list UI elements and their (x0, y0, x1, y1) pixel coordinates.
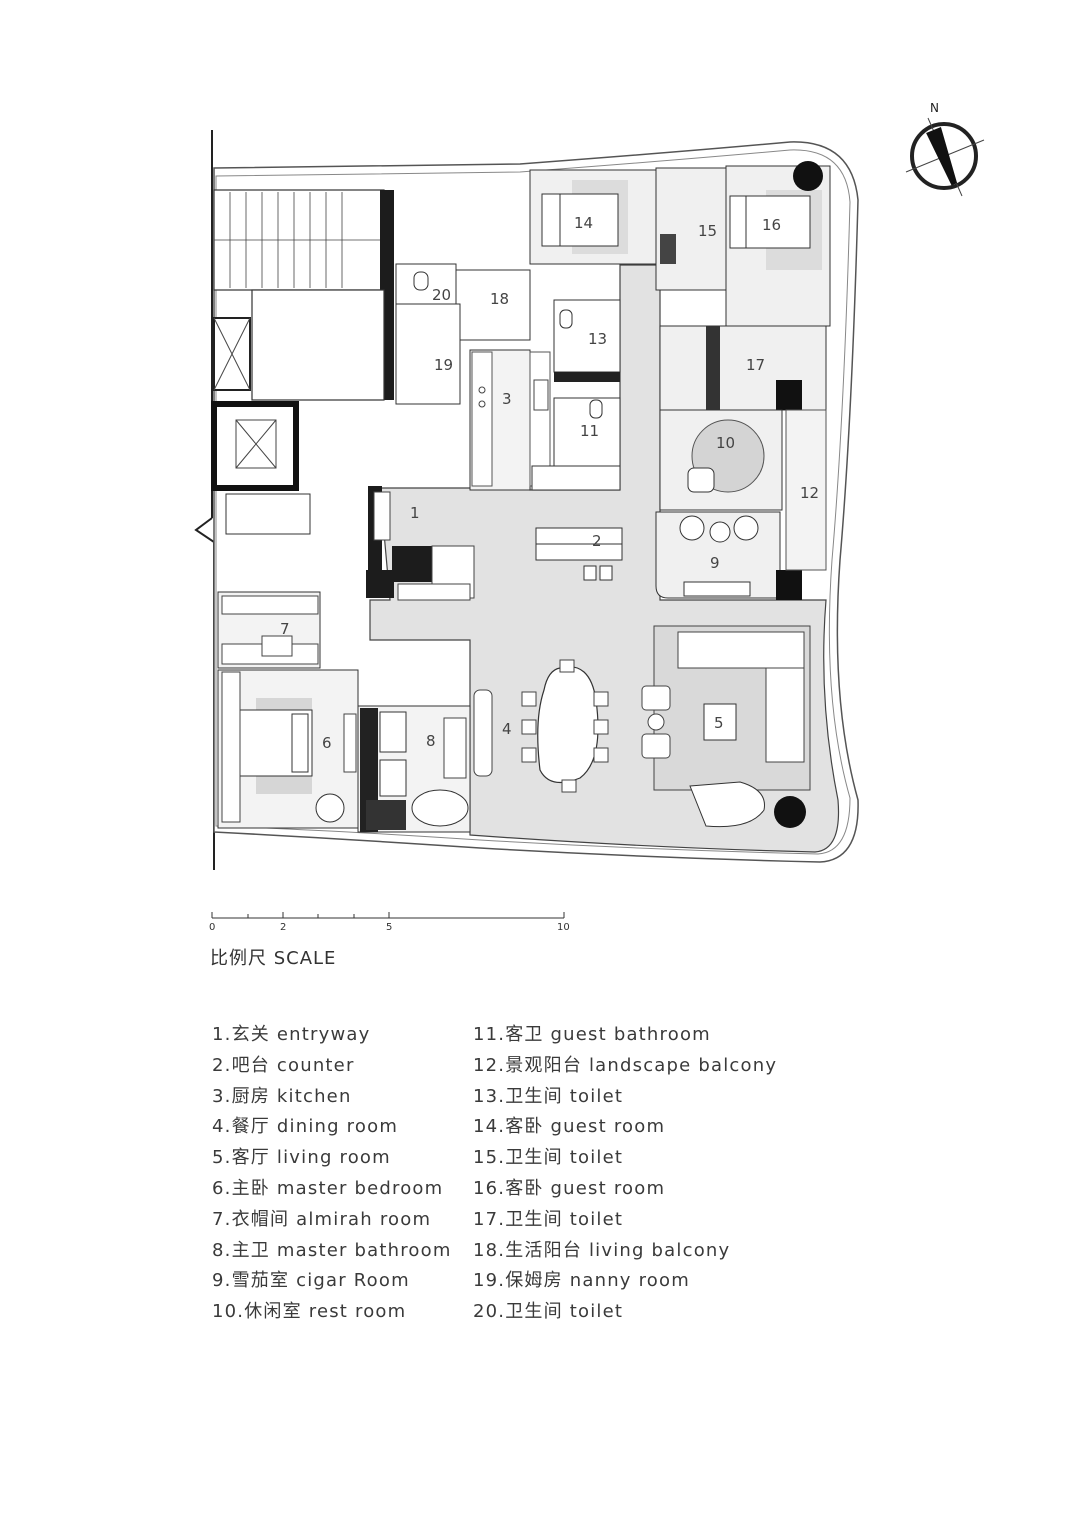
legend-item: 1.玄关 entryway (212, 1024, 371, 1045)
room-number: 15 (698, 222, 717, 240)
room-number: 11 (580, 422, 599, 440)
east-rooms (655, 325, 827, 600)
legend-item: 8.主卫 master bathroom (212, 1239, 452, 1261)
slab-outline-inner (215, 149, 851, 855)
dining-table (473, 659, 609, 793)
room-number: 4 (502, 720, 512, 738)
room-number: 19 (434, 356, 453, 374)
legend-item: 15.卫生间 toilet (473, 1147, 624, 1169)
legend-item: 20.卫生间 toilet (473, 1301, 624, 1323)
room-number: 14 (574, 214, 593, 232)
living-area (641, 625, 811, 828)
floor-plan: 1 2 3 4 5 6 7 8 9 10 11 12 13 14 15 16 1… (194, 101, 985, 870)
scale-tick-label: 5 (386, 922, 392, 933)
legend-item: 17.卫生间 toilet (473, 1208, 624, 1230)
legend-item: 10.休闲室 rest room (212, 1301, 407, 1323)
room-number: 10 (716, 434, 735, 452)
room-number: 2 (592, 532, 602, 550)
cut-line-bottom (194, 517, 215, 870)
north-compass: N (905, 101, 985, 197)
scale-tick-label: 0 (209, 922, 215, 933)
master-bathroom (357, 705, 471, 833)
scale-caption: 比例尺 SCALE (210, 948, 337, 969)
entry-cabinets (373, 491, 475, 601)
legend-item: 18.生活阳台 living balcony (473, 1239, 731, 1261)
legend-item: 16.客卧 guest room (473, 1177, 666, 1199)
legend-item: 11.客卫 guest bathroom (473, 1024, 711, 1045)
legend-left-column: 1.玄关 entryway 2.吧台 counter 3.厨房 kitchen … (212, 1020, 452, 1328)
legend-item: 12.景观阳台 landscape balcony (473, 1054, 778, 1076)
toilets-11-13 (531, 299, 621, 491)
legend-item: 5.客厅 living room (212, 1147, 391, 1169)
legend-item: 2.吧台 counter (212, 1054, 355, 1076)
scale-tick-label: 10 (557, 922, 570, 933)
legend-item: 6.主卧 master bedroom (212, 1177, 444, 1199)
room-number: 7 (280, 620, 290, 638)
room-number: 13 (588, 330, 607, 348)
room-number-labels: 1 2 3 4 5 6 7 8 9 10 11 12 13 14 15 16 1… (280, 214, 819, 752)
legend-item: 3.厨房 kitchen (212, 1085, 352, 1107)
room-number: 18 (490, 290, 509, 308)
room-number: 5 (714, 714, 724, 732)
room-number: 9 (710, 554, 720, 572)
master-bedroom (217, 669, 359, 829)
room-number: 20 (432, 286, 451, 304)
kitchen (469, 349, 551, 491)
service-rooms (395, 263, 531, 405)
north-label: N (930, 101, 939, 115)
legend-right-column: 11.客卫 guest bathroom 12.景观阳台 landscape b… (473, 1020, 777, 1328)
room-number: 1 (410, 504, 420, 522)
bar-counter (535, 527, 623, 581)
legend-item: 9.雪茄室 cigar Room (212, 1270, 410, 1292)
room-number: 12 (800, 484, 819, 502)
legend-item: 19.保姆房 nanny room (473, 1270, 690, 1292)
legend-item: 4.餐厅 dining room (212, 1116, 399, 1138)
room-number: 16 (762, 216, 781, 234)
elevator-shafts (211, 317, 311, 535)
room-number: 17 (746, 356, 765, 374)
almirah-room (217, 591, 321, 669)
guest-suite-15-16 (655, 161, 831, 327)
scale-tick-label: 2 (280, 922, 286, 933)
legend-item: 14.客卧 guest room (473, 1116, 666, 1138)
core-stairs (213, 189, 394, 401)
room-number: 3 (502, 390, 512, 408)
room-number: 8 (426, 732, 436, 750)
legend-item: 7.衣帽间 almirah room (212, 1208, 432, 1230)
room-number: 6 (322, 734, 332, 752)
legend-item: 13.卫生间 toilet (473, 1085, 624, 1107)
scale-bar-labels: 0 2 5 10 (209, 912, 570, 933)
guest-room-14 (529, 169, 657, 265)
